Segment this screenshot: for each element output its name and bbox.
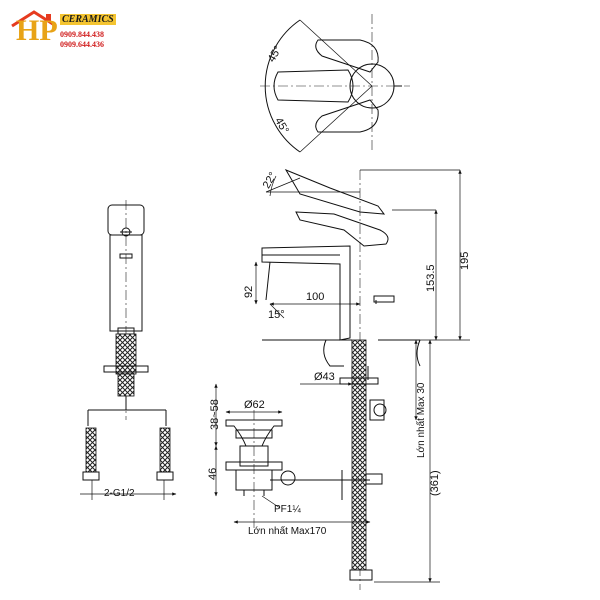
- drain-height-label: 38~58: [209, 399, 221, 430]
- hp-ceramics-logo: HP CERAMICS 0909.844.438 0909.644.436: [8, 10, 128, 56]
- side-view: 22° 92 100 15° Ø43: [243, 168, 471, 590]
- drain-diameter-label: Ø62: [244, 399, 265, 411]
- base-diameter-label: Ø43: [314, 371, 335, 383]
- house-roof-icon: [11, 10, 57, 28]
- height-153-label: 153.5: [425, 264, 437, 292]
- angle-label-top: 45°: [266, 44, 285, 64]
- spout-reach-label: 100: [306, 291, 324, 303]
- spout-angle-label: 15°: [268, 309, 285, 321]
- drain-assembly: Ø62 38~58 46 PF1¼ Lớn nhất Max170: [207, 383, 371, 537]
- rod-max-label: Lớn nhất Max170: [248, 525, 327, 537]
- logo-phone-2: 0909.644.436: [60, 40, 104, 49]
- drain-46-label: 46: [207, 468, 219, 480]
- spout-drop-label: 92: [243, 286, 255, 298]
- logo-phone-1: 0909.844.438: [60, 30, 104, 39]
- total-height-label: (361): [429, 470, 441, 496]
- front-view: 2-G1/2: [80, 200, 177, 500]
- drain-thread-label: PF1¼: [274, 503, 301, 515]
- counter-max-label: Lớn nhất Max 30: [415, 382, 427, 458]
- logo-brand: CERAMICS: [60, 14, 116, 25]
- height-195-label: 195: [459, 252, 471, 270]
- logo-mark: HP: [16, 14, 58, 47]
- thread-label: 2-G1/2: [104, 488, 135, 499]
- angle-label-bottom: 45°: [272, 116, 291, 136]
- top-view: 45° 45°: [260, 14, 410, 153]
